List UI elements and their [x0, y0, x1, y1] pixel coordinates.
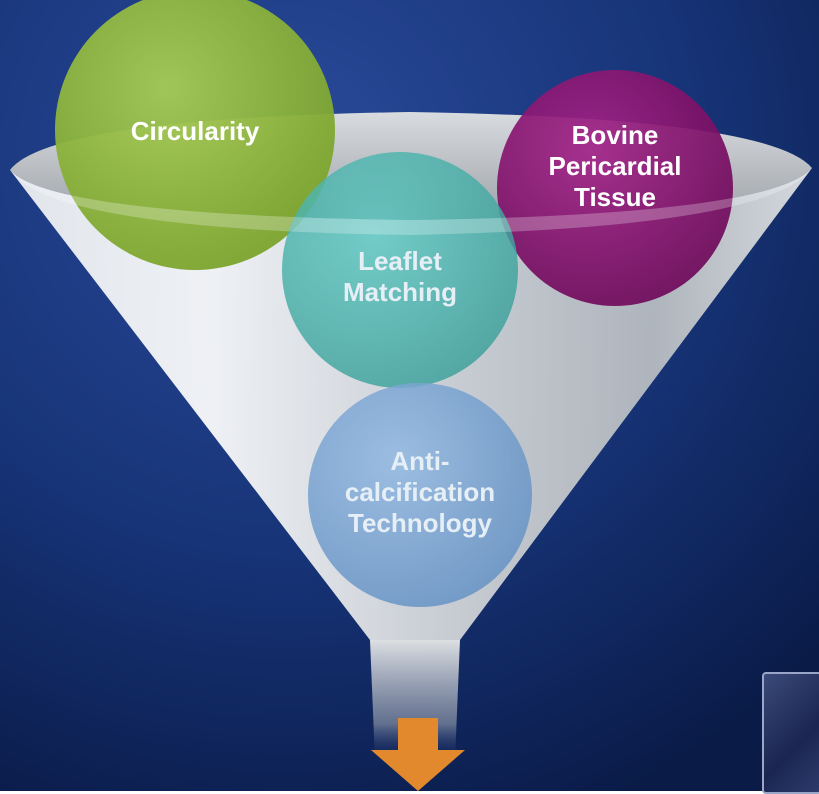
stage-circle-circularity: [55, 0, 335, 270]
funnel-front-lip: [10, 168, 812, 235]
label-leaflet-matching: Leaflet Matching: [342, 246, 458, 308]
stage-circle-bovine: [497, 70, 733, 306]
down-arrow-icon: [371, 718, 465, 791]
label-circularity: Circularity: [130, 116, 260, 146]
label-anti-calcification-technology: Anti- calcification Technology: [344, 446, 496, 539]
stage-circle-anti: [308, 383, 532, 607]
stage-circle-leaflet: [282, 152, 518, 388]
corner-thumbnail-image: [762, 672, 819, 794]
label-bovine-pericardial-tissue: Bovine Pericardial Tissue: [548, 120, 682, 213]
